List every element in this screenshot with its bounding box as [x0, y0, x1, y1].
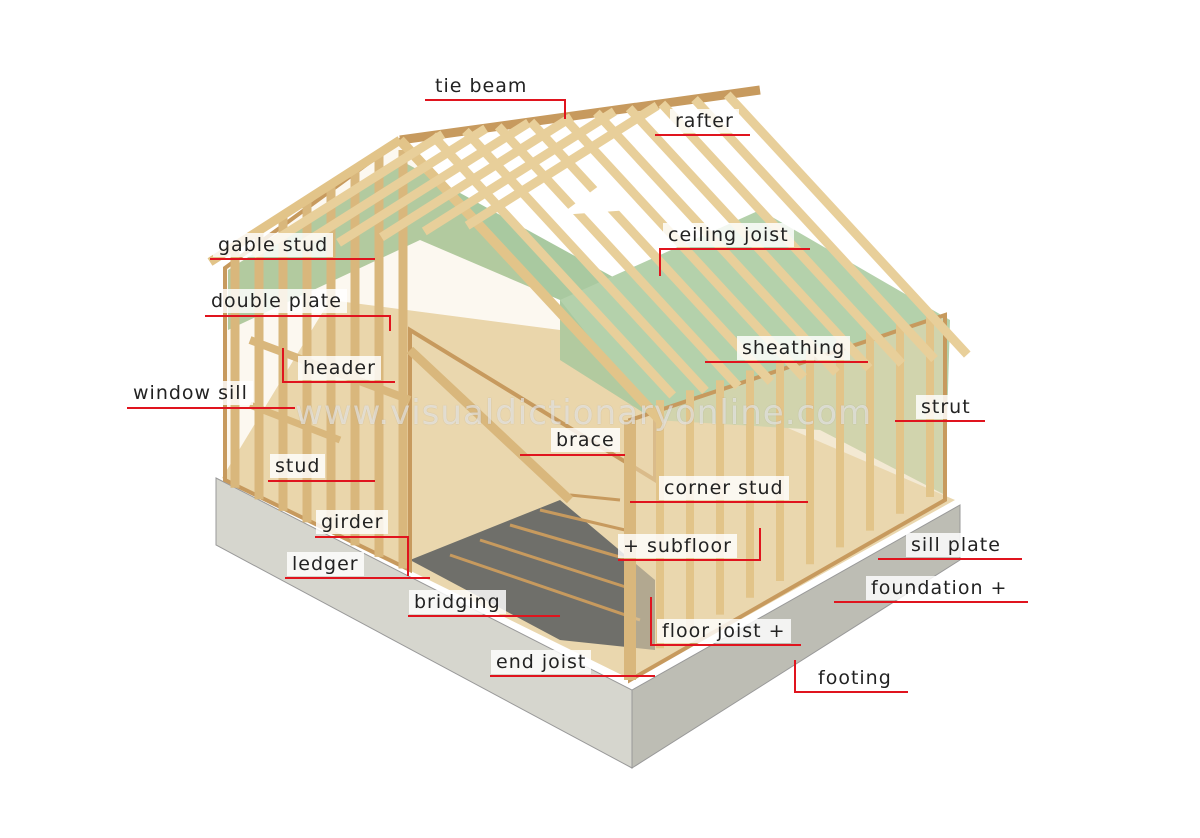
leader-bridging	[408, 615, 560, 617]
label-strut: strut	[916, 395, 976, 419]
roof-opening	[560, 185, 630, 215]
leader-tie-beam-v	[564, 99, 566, 119]
label-sheathing: sheathing	[737, 336, 851, 360]
label-girder: girder	[316, 510, 389, 534]
leader-floor-joist-v	[650, 597, 652, 646]
leader-subfloor-v	[759, 528, 761, 561]
label-footing: footing	[813, 666, 897, 690]
floor-joist	[509, 523, 631, 562]
brace	[406, 346, 574, 504]
leader-ledger	[285, 577, 430, 579]
leader-footing	[795, 691, 908, 693]
rafter	[462, 127, 709, 394]
rafter	[723, 91, 971, 358]
label-window-sill: window sill	[128, 381, 253, 405]
leader-subfloor	[618, 559, 760, 561]
leader-ceiling-joist	[660, 248, 810, 250]
label-brace: brace	[551, 428, 620, 452]
rafter	[293, 124, 489, 253]
label-tie-beam: tie beam	[430, 74, 533, 98]
label-gable-stud: gable stud	[213, 233, 334, 257]
label-stud: stud	[270, 454, 326, 478]
leader-end-joist	[490, 675, 655, 677]
foundation-right-face	[631, 504, 961, 769]
leader-window-sill	[127, 407, 295, 409]
floor-joist	[449, 553, 641, 622]
floor-joist	[539, 508, 626, 532]
leader-footing-v	[794, 660, 796, 693]
rafter	[379, 113, 574, 241]
cutaway-floor-joists	[410, 500, 655, 650]
label-rafter: rafter	[670, 109, 739, 133]
watermark: www.visualdictionaryonline.com	[295, 393, 873, 433]
label-ledger: ledger	[287, 552, 364, 576]
rafter	[494, 123, 742, 390]
leader-foundation	[834, 601, 1028, 603]
label-subfloor: + subfloor	[618, 534, 737, 558]
label-floor-joist: floor joist +	[657, 619, 791, 643]
label-corner-stud: corner stud	[659, 476, 789, 500]
gable-rafter-right	[396, 136, 664, 424]
label-double-plate: double plate	[206, 289, 347, 313]
rafter	[464, 101, 660, 230]
leader-floor-joist	[651, 644, 801, 646]
leader-girder-v	[407, 536, 409, 576]
label-end-joist: end joist	[491, 650, 592, 674]
label-ceiling-joist: ceiling joist	[663, 223, 794, 247]
leader-sheathing	[705, 361, 868, 363]
label-foundation: foundation +	[866, 576, 1013, 600]
floor-joist	[479, 538, 636, 592]
leader-sill-plate	[878, 558, 1022, 560]
leader-gable-stud	[210, 258, 375, 260]
label-bridging: bridging	[409, 590, 506, 614]
leader-brace	[520, 454, 625, 456]
leader-double-plate	[205, 315, 390, 317]
leader-girder	[315, 536, 408, 538]
floor-joist	[569, 493, 621, 502]
leader-corner-stud	[630, 501, 808, 503]
leader-header	[283, 381, 395, 383]
rafter	[691, 96, 938, 363]
rafter	[421, 107, 617, 236]
label-sill-plate: sill plate	[906, 533, 1006, 557]
leader-double-plate-v	[389, 315, 391, 331]
leader-stud	[268, 480, 375, 482]
leader-header-v	[282, 348, 284, 383]
rafter	[560, 114, 807, 381]
leader-strut	[895, 420, 985, 422]
label-header: header	[298, 356, 381, 380]
tie-beam	[399, 85, 761, 145]
leader-tie-beam	[425, 99, 565, 101]
leader-ceiling-joist-v	[659, 248, 661, 276]
leader-rafter	[655, 134, 750, 136]
window-sill	[248, 401, 342, 444]
rafter	[336, 119, 531, 247]
